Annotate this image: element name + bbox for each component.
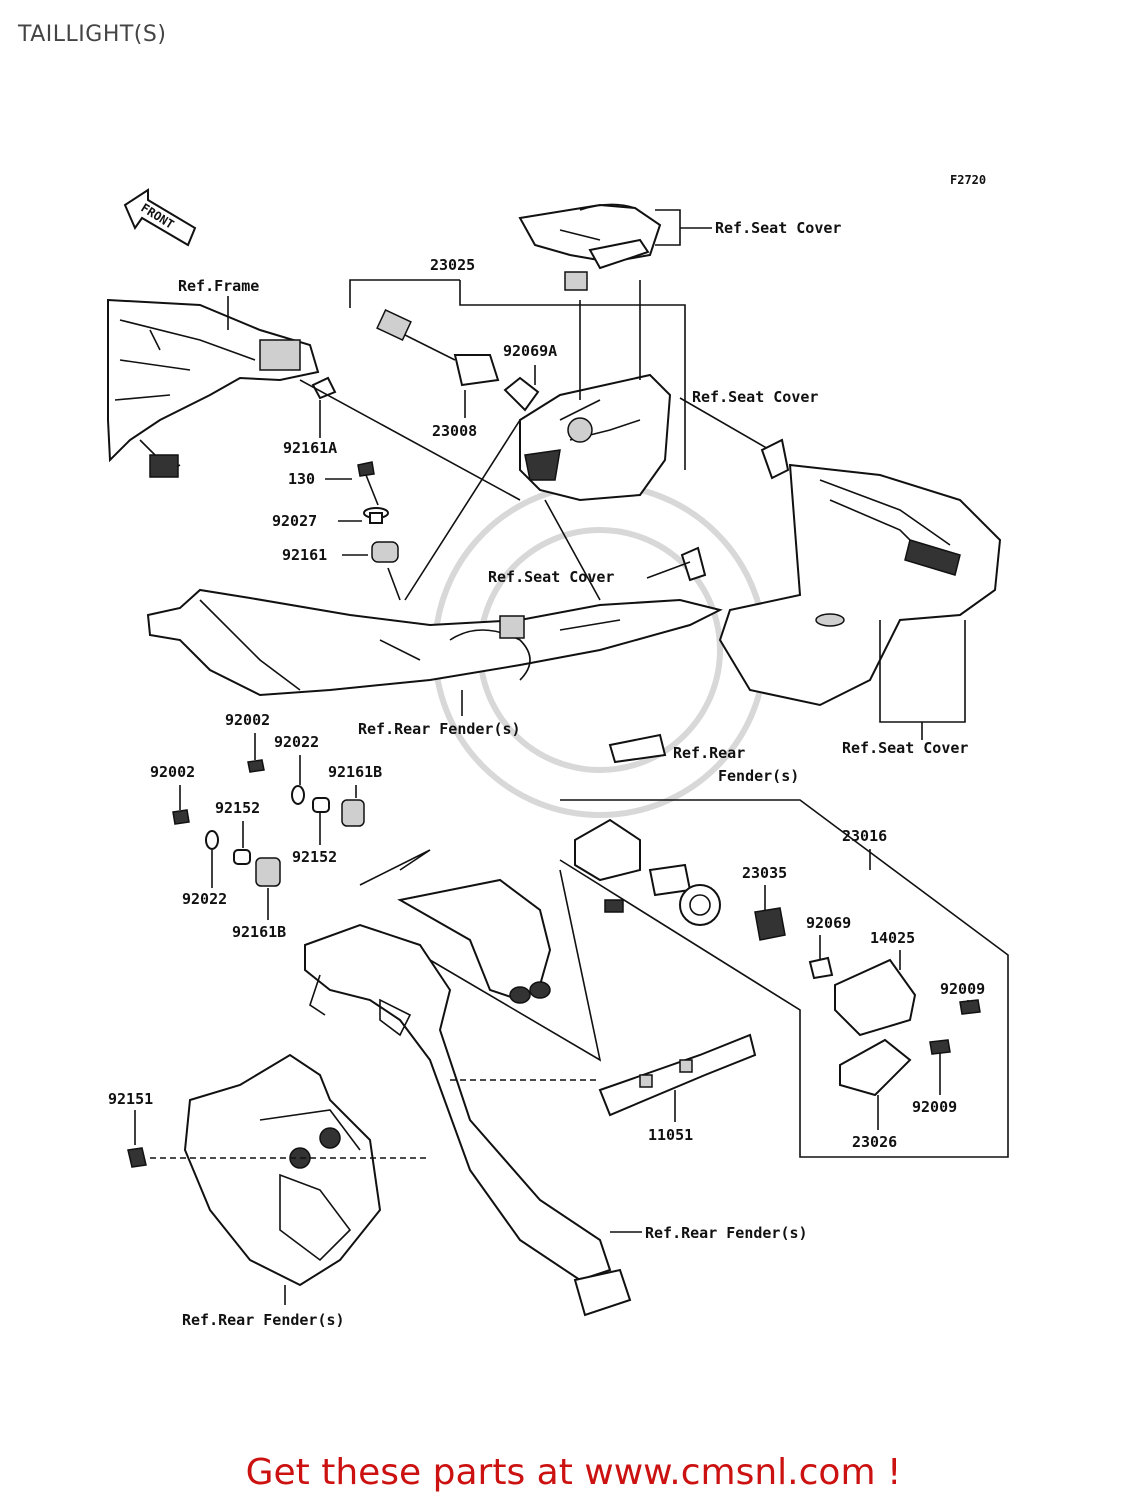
- part-92161B-b: 92161B: [232, 923, 286, 941]
- seat-cover-body-drawing: [718, 463, 1002, 707]
- socket-23008-drawing: [376, 309, 500, 387]
- license-bracket-drawing: [304, 878, 632, 1317]
- bulb-92069A-drawing: [503, 376, 540, 412]
- part-92152-a: 92152: [215, 799, 260, 817]
- part-92069: 92069: [806, 914, 851, 932]
- part-23026: 23026: [852, 1133, 897, 1151]
- part-92161: 92161: [282, 546, 327, 564]
- fastener-92161A-drawing: [311, 376, 337, 400]
- part-23035: 23035: [742, 864, 787, 882]
- bracket-11051-drawing: [598, 1033, 757, 1117]
- part-92002-a: 92002: [225, 711, 270, 729]
- ref-seat-cover-right-label: Ref.Seat Cover: [842, 739, 968, 757]
- collar-92027-drawing: [363, 507, 389, 524]
- part-92151: 92151: [108, 1090, 153, 1108]
- ref-rear-fender-1-label: Ref.Rear Fender(s): [358, 720, 521, 738]
- part-92022-a: 92022: [274, 733, 319, 751]
- taillight-housing-drawing: [519, 373, 672, 502]
- part-92161B-a: 92161B: [328, 763, 382, 781]
- bracket-rear-drawing: [608, 733, 667, 764]
- ref-rear-fender-2-label-line2: Fender(s): [718, 767, 799, 785]
- ref-rear-fender-4-label: Ref.Rear Fender(s): [182, 1311, 345, 1329]
- diagram-code: F2720: [950, 173, 986, 187]
- front-arrow-icon: FRONT: [123, 188, 197, 247]
- part-92161A: 92161A: [283, 439, 337, 457]
- part-130: 130: [288, 470, 315, 488]
- seat-cover-top-drawing: [518, 203, 662, 291]
- part-92069A: 92069A: [503, 342, 557, 360]
- footer-promo-text: Get these parts at www.cmsnl.com !: [245, 1452, 902, 1493]
- rear-fender-drawing: [146, 588, 723, 697]
- part-92009-b: 92009: [912, 1098, 957, 1116]
- part-14025: 14025: [870, 929, 915, 947]
- frame-drawing: [107, 298, 320, 478]
- ref-rear-fender-3-label: Ref.Rear Fender(s): [645, 1224, 808, 1242]
- ref-frame-label: Ref.Frame: [178, 277, 259, 295]
- page-title: TAILLIGHT(S): [18, 22, 167, 47]
- ref-seat-cover-mid-label: Ref.Seat Cover: [692, 388, 818, 406]
- ref-rear-fender-2-label-line1: Ref.Rear: [673, 744, 745, 762]
- part-92002-b: 92002: [150, 763, 195, 781]
- lens-14025-drawing: [834, 958, 917, 1037]
- part-92027: 92027: [272, 512, 317, 530]
- part-23025: 23025: [430, 256, 475, 274]
- part-11051: 11051: [648, 1126, 693, 1144]
- ref-seat-cover-center-label: Ref.Seat Cover: [488, 568, 614, 586]
- signal-housing-drawing: [574, 818, 721, 926]
- part-92009-a: 92009: [940, 980, 985, 998]
- ref-seat-cover-top-label: Ref.Seat Cover: [715, 219, 841, 237]
- grommet-92161-drawing: [371, 541, 399, 563]
- lower-fender-drawing: [183, 1053, 382, 1287]
- part-92152-b: 92152: [292, 848, 337, 866]
- part-92022-b: 92022: [182, 890, 227, 908]
- bolt-130-drawing: [357, 461, 379, 506]
- reflector-23026-drawing: [839, 1038, 912, 1097]
- part-23008: 23008: [432, 422, 477, 440]
- parts-diagram: F2720 FRONT Ref.Frame Ref.Seat Cover 230…: [107, 173, 1009, 1329]
